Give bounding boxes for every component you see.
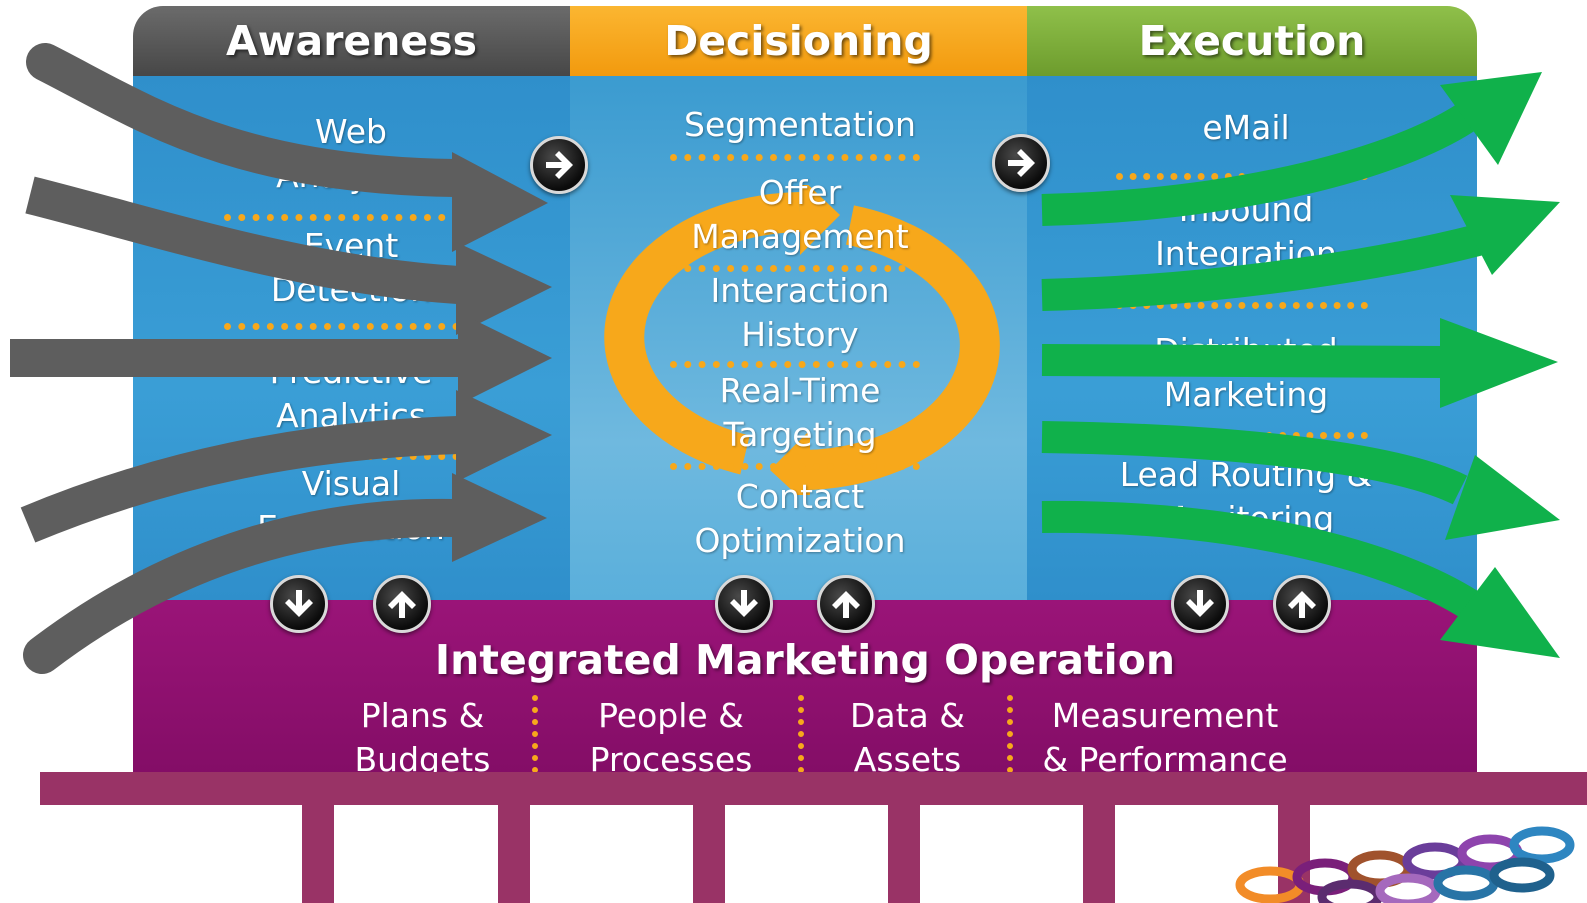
decisioning-item-real-time-targeting: Real-Time Targeting bbox=[719, 371, 881, 454]
decisioning-header: Decisioning bbox=[570, 6, 1027, 76]
flow-right-button-1[interactable] bbox=[530, 136, 588, 194]
operation-item-data-assets: Data & Assets bbox=[849, 696, 966, 779]
foundation-post bbox=[1083, 778, 1115, 903]
up-arrow-icon bbox=[832, 591, 860, 618]
separator-dots bbox=[670, 361, 920, 368]
awareness-down-button[interactable] bbox=[270, 575, 328, 633]
separator-dots bbox=[1116, 302, 1368, 309]
decisioning-up-button[interactable] bbox=[817, 575, 875, 633]
decisioning-title: Decisioning bbox=[664, 17, 933, 65]
separator-dots bbox=[670, 154, 920, 161]
foundation-post bbox=[693, 778, 725, 903]
decisioning-down-button[interactable] bbox=[715, 575, 773, 633]
decisioning-panel bbox=[570, 76, 1027, 600]
flow-right-button-2[interactable] bbox=[992, 134, 1050, 192]
foundation-post bbox=[498, 778, 530, 903]
foundation-beam bbox=[40, 772, 1587, 805]
separator-dots bbox=[670, 265, 920, 272]
execution-up-button[interactable] bbox=[1273, 575, 1331, 633]
operation-item-people-processes: People & Processes bbox=[589, 696, 753, 779]
awareness-header: Awareness bbox=[133, 6, 570, 76]
foundation-post bbox=[888, 778, 920, 903]
cycle-arrows-icon bbox=[604, 185, 1000, 495]
execution-header: Execution bbox=[1027, 6, 1477, 76]
decisioning-item-contact-optimization: Contact Optimization bbox=[694, 477, 906, 560]
separator-dots bbox=[224, 214, 474, 221]
operation-band bbox=[133, 600, 1477, 778]
decisioning-item-interaction-history: Interaction History bbox=[710, 271, 890, 354]
execution-title: Execution bbox=[1138, 17, 1366, 65]
down-arrow-icon bbox=[285, 590, 313, 617]
right-arrow-icon bbox=[546, 151, 573, 179]
operation-title: Integrated Marketing Operation bbox=[434, 636, 1176, 684]
foundation-post bbox=[302, 778, 334, 903]
operation-item-measurement-performance: Measurement & Performance bbox=[1042, 696, 1288, 779]
down-arrow-icon bbox=[1186, 590, 1214, 617]
separator-dots bbox=[532, 695, 538, 773]
operation-item-plans-budgets: Plans & Budgets bbox=[354, 696, 491, 779]
separator-dots bbox=[224, 323, 474, 330]
decisioning-item-offer-management: Offer Management bbox=[691, 173, 909, 256]
execution-item-email: eMail bbox=[1202, 108, 1290, 147]
right-arrow-icon bbox=[1008, 149, 1035, 177]
decisioning-item-segmentation: Segmentation bbox=[684, 105, 916, 144]
down-arrow-icon bbox=[730, 590, 758, 617]
separator-dots bbox=[798, 695, 804, 773]
separator-dots bbox=[1007, 695, 1013, 773]
up-arrow-icon bbox=[388, 591, 416, 618]
awareness-up-button[interactable] bbox=[373, 575, 431, 633]
execution-down-button[interactable] bbox=[1171, 575, 1229, 633]
up-arrow-icon bbox=[1288, 591, 1316, 618]
separator-dots bbox=[670, 463, 920, 470]
logo-icon bbox=[1235, 826, 1575, 903]
awareness-title: Awareness bbox=[225, 17, 478, 65]
